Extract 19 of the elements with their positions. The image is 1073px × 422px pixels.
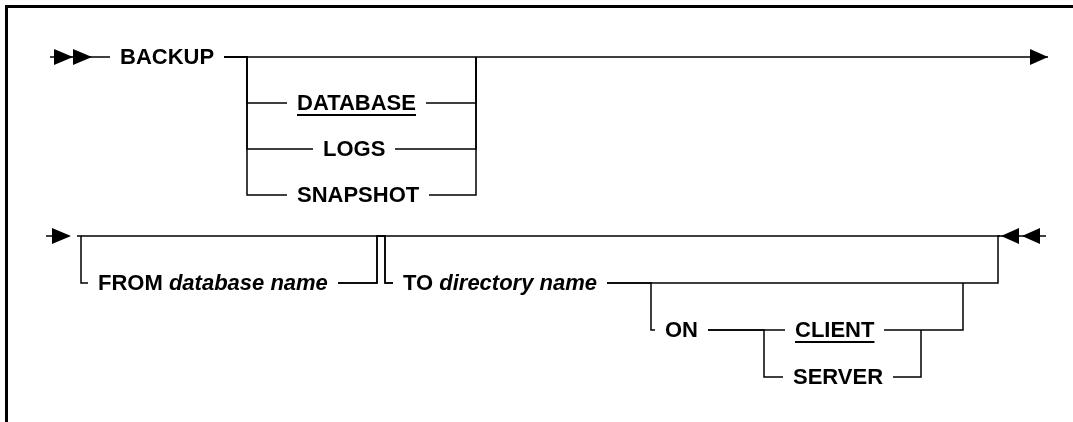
syntax-keyword: SNAPSHOT	[287, 183, 430, 207]
railroad-line	[892, 329, 922, 378]
railroad-line	[707, 329, 784, 378]
railroad-line	[337, 235, 1001, 284]
railroad-line	[883, 282, 964, 331]
railroad-line	[76, 235, 89, 284]
syntax-keyword: BACKUP	[110, 45, 225, 69]
syntax-keyword: LOGS	[313, 137, 396, 161]
railroad-line	[92, 56, 111, 58]
syntax-keyword: DATABASE	[287, 91, 426, 115]
railroad-line	[606, 235, 1001, 284]
syntax-keyword: FROM database name	[88, 271, 338, 295]
syntax-keyword: SERVER	[783, 365, 894, 389]
syntax-keyword: ON	[655, 318, 708, 342]
railroad-line	[80, 235, 394, 284]
syntax-keyword: TO directory name	[393, 271, 607, 295]
railroad-line	[428, 56, 477, 196]
syntax-keyword: CLIENT	[785, 318, 885, 342]
arrow	[223, 49, 1049, 65]
